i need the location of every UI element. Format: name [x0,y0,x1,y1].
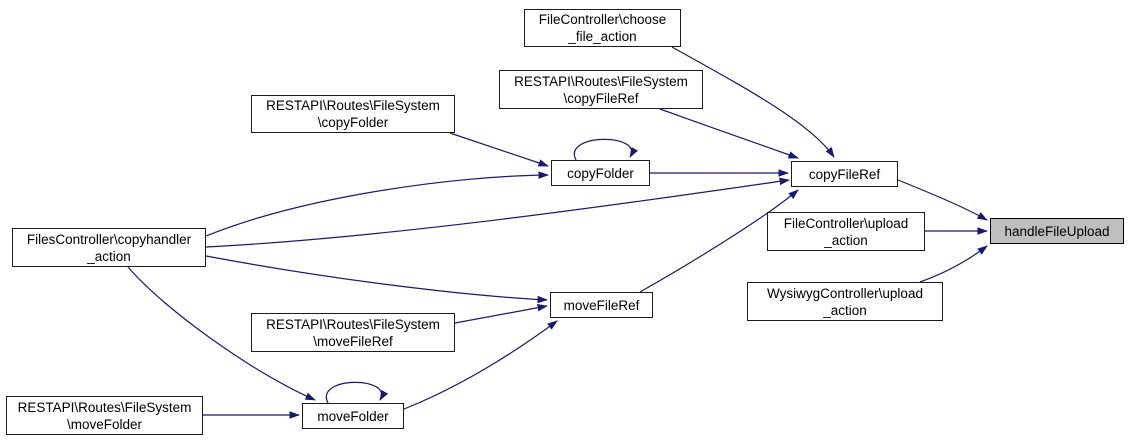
node-label-line: _action [87,248,131,264]
node-label-line: moveFolder [317,408,389,424]
node-filecontroller-choose-file-action[interactable]: FileController\choose _file_action [524,9,681,47]
node-label-line: \moveFileRef [313,333,393,349]
node-restapi-routes-filesystem-copyfileref[interactable]: RESTAPI\Routes\FileSystem\copyFileRef [499,70,703,109]
node-copyfileref[interactable]: copyFileRef [791,161,898,187]
edge-restapi-routes-filesystem-movefileref-to-movefileref [454,304,548,324]
node-restapi-routes-filesystem-movefileref[interactable]: RESTAPI\Routes\FileSystem\moveFileRef [251,313,455,352]
edge-wysiwygcontroller-upload-action-to-handlefileupload [919,245,988,283]
node-label-line: _action [823,302,867,318]
edge-movefolder-to-movefileref [403,320,558,410]
edge-filescontroller-copyhandler-action-to-copyfileref [205,177,790,248]
edge-movefileref-to-copyfileref [639,189,799,293]
node-handlefileupload[interactable]: handleFileUpload [990,218,1124,244]
edge-filescontroller-copyhandler-action-to-movefileref [205,255,548,304]
node-filecontroller-upload-action[interactable]: FileController\upload_action [767,212,925,251]
node-label-line: copyFileRef [808,166,881,182]
node-label-line: FileController\choose [538,12,667,27]
node-label-line: _file_action [568,29,637,44]
edge-filescontroller-copyhandler-action-to-copyfolder [205,171,549,237]
node-label-line: WysiwygController\upload [767,285,923,301]
edge-filecontroller-choose-file-action-to-copyfileref [671,46,835,158]
node-movefolder[interactable]: moveFolder [302,403,404,429]
node-movefileref[interactable]: moveFileRef [550,292,653,318]
node-label-line: _action [824,232,868,248]
node-label-line: \copyFileRef [563,90,639,106]
node-label-line: RESTAPI\Routes\FileSystem [17,399,192,415]
edge-restapi-routes-filesystem-copyfileref-to-copyfileref [659,108,799,159]
edge-copyfolder-to-copyfolder [573,138,639,161]
node-label-line: moveFileRef [563,297,640,313]
node-filescontroller-copyhandler-action[interactable]: FilesController\copyhandler_action [12,228,206,267]
edge-copyfileref-to-handlefileupload [897,179,988,221]
node-label-line: copyFolder [567,165,634,181]
edge-group [127,46,988,419]
edge-restapi-routes-filesystem-copyfolder-to-copyfolder [449,132,549,167]
edge-movefolder-to-movefolder [325,381,389,404]
node-restapi-routes-filesystem-movefolder[interactable]: RESTAPI\Routes\FileSystem\moveFolder [6,396,203,435]
node-restapi-routes-filesystem-copyfolder[interactable]: RESTAPI\Routes\FileSystem \copyFolder [251,95,455,133]
node-label-line: RESTAPI\Routes\FileSystem [266,98,440,113]
node-label-line: \moveFolder [66,416,143,432]
node-label-line: RESTAPI\Routes\FileSystem [514,73,688,89]
node-label-line: \copyFolder [317,115,389,130]
node-wysiwygcontroller-upload-action[interactable]: WysiwygController\upload_action [747,282,943,321]
node-label-line: RESTAPI\Routes\FileSystem [266,316,440,332]
node-label-line: FileController\upload [783,215,909,231]
node-copyfolder[interactable]: copyFolder [551,160,650,186]
node-label-line: FilesController\copyhandler [26,231,192,247]
edge-filescontroller-copyhandler-action-to-movefolder [127,266,316,401]
node-label-line: handleFileUpload [1004,223,1110,239]
